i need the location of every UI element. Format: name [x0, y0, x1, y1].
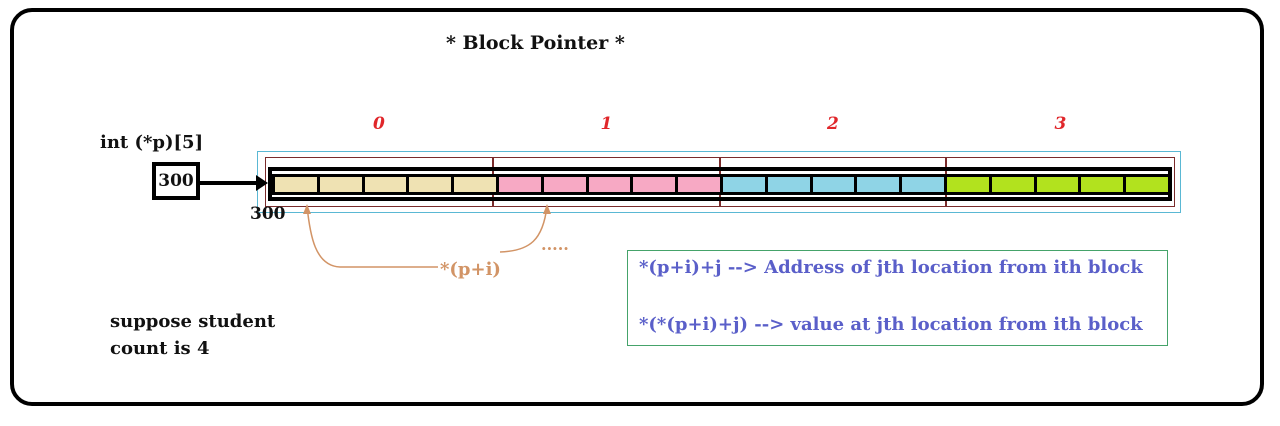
diagram-title: * Block Pointer *	[446, 32, 625, 54]
info-line-value: *(*(p+i)+j) --> value at jth location fr…	[639, 314, 1143, 335]
pointer-declaration: int (*p)[5]	[100, 132, 204, 153]
block-index-label: 3	[1054, 114, 1067, 134]
info-line-address: *(p+i)+j --> Address of jth location fro…	[639, 257, 1143, 278]
memory-strip	[268, 167, 1172, 201]
pointer-arrow-head	[256, 175, 268, 191]
info-box	[627, 250, 1168, 346]
memory-cell	[1123, 174, 1171, 195]
expression-arrow-block0	[306, 205, 438, 268]
pointer-variable-box: 300	[152, 162, 200, 200]
pointer-expression-label: *(p+i)	[440, 259, 501, 280]
expression-arrow-block1	[499, 205, 548, 253]
continuation-dots: .....	[541, 235, 569, 254]
note-line: count is 4	[110, 338, 210, 359]
diagram-frame	[10, 8, 1264, 406]
block-index-label: 1	[600, 114, 613, 134]
note-text: suppose student count is 4	[110, 308, 275, 362]
expression-arrow-head-block1	[543, 204, 551, 214]
pointer-value: 300	[158, 171, 194, 191]
block-index-label: 2	[827, 114, 839, 134]
start-address-label: 300	[250, 204, 286, 224]
expression-arrow-head-block0	[303, 204, 311, 214]
block-index-label: 0	[373, 114, 385, 134]
note-line: suppose student	[110, 311, 276, 332]
